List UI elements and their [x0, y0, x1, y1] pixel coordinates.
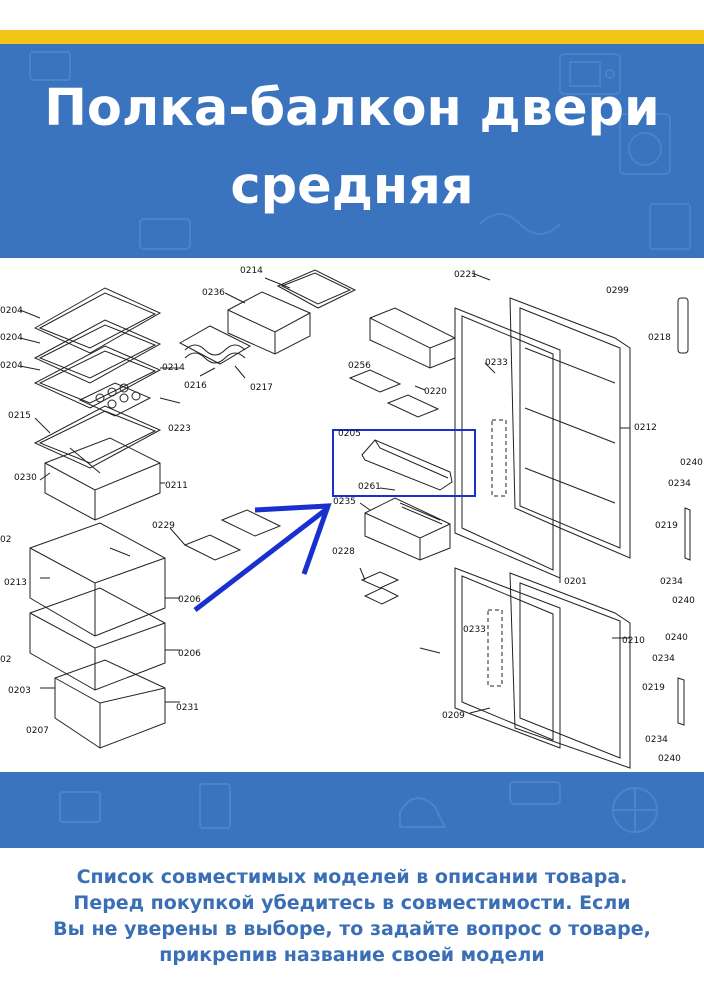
footer: Список совместимых моделей в описании то…: [0, 848, 704, 1000]
label-0229: 0229: [152, 521, 175, 531]
label-0206: 0206: [178, 649, 201, 659]
door-shelf-0205: [361, 439, 453, 491]
label-0240: 0240: [672, 596, 695, 606]
egg-holders: [348, 369, 440, 418]
freezer-drawer-1: [29, 522, 166, 637]
label-0231: 0231: [176, 703, 199, 713]
fridge-door-upper: [509, 297, 631, 559]
label-0240: 0240: [680, 458, 703, 468]
door-gasket-upper: [454, 307, 561, 579]
label-0299: 0299: [606, 286, 629, 296]
label-0230: 0230: [14, 473, 37, 483]
label-0233: 0233: [485, 358, 508, 368]
title-line-2: средняя: [230, 157, 474, 216]
label-02: 02: [0, 535, 11, 545]
label-0221: 0221: [454, 270, 477, 280]
label-0212: 0212: [634, 423, 657, 433]
label-0233: 0233: [463, 625, 486, 635]
label-0204: 0204: [0, 333, 23, 343]
glass-shelf-1: [33, 287, 162, 354]
label-0261: 0261: [358, 482, 381, 492]
title-line-1: Полка-балкон двери: [44, 79, 660, 138]
top-margin: [0, 0, 704, 30]
highlight-box: [332, 429, 476, 497]
box-0236: [227, 291, 311, 355]
label-0207: 0207: [26, 726, 49, 736]
glass-shelf-3: [33, 345, 162, 409]
exploded-view-svg: 0204 0204 0204 0215 0230 0214 0214 0236 …: [0, 266, 703, 769]
glass-shelf-4: [33, 405, 162, 469]
hinge-right-upper: [684, 507, 691, 561]
hinge-right-lower: [677, 677, 685, 726]
note-line-3: Вы не уверены в выборе, то задайте вопро…: [53, 918, 651, 940]
freezer-drawer-2: [29, 587, 166, 691]
arrow-head: [254, 503, 332, 575]
label-0216: 0216: [184, 381, 207, 391]
note-line-1: Список совместимых моделей в описании то…: [76, 866, 628, 888]
lid-0214: [276, 269, 357, 309]
label-0256: 0256: [348, 361, 371, 371]
label-0210: 0210: [622, 636, 645, 646]
note-line-2: Перед покупкой убедитесь в совместимости…: [73, 892, 631, 914]
label-0240: 0240: [658, 754, 681, 764]
page-title: Полка-балкон двери средняя: [0, 70, 704, 226]
glass-shelf-2: [33, 319, 162, 384]
compatibility-note: Список совместимых моделей в описании то…: [0, 864, 704, 968]
label-0211: 0211: [165, 481, 188, 491]
label-0217: 0217: [250, 383, 273, 393]
band-pattern: [59, 781, 658, 833]
label-0234: 0234: [645, 735, 668, 745]
note-line-4: прикрепив название своей модели: [159, 944, 545, 966]
yellow-stripe: [0, 30, 704, 44]
arrow-shaft-1: [193, 506, 330, 612]
label-0240: 0240: [665, 633, 688, 643]
egg-tray-0229: [183, 509, 282, 561]
decor-band: [0, 772, 704, 848]
freezer-drawer-3: [54, 659, 166, 749]
label-0219: 0219: [642, 683, 665, 693]
bin-0256: [369, 307, 456, 369]
label-0204: 0204: [0, 306, 23, 316]
label-0234: 0234: [660, 577, 683, 587]
dashed-0233-upper: [491, 419, 507, 497]
dashed-0233-lower: [487, 609, 503, 687]
label-0220: 0220: [424, 387, 447, 397]
egg-tray: [78, 382, 152, 417]
fridge-door-lower: [509, 572, 631, 769]
handle-0218: [677, 297, 689, 354]
label-0235: 0235: [333, 497, 356, 507]
label-0234: 0234: [652, 654, 675, 664]
label-0205: 0205: [338, 429, 361, 439]
label-0218: 0218: [648, 333, 671, 343]
appliance-pattern: [29, 51, 691, 250]
label-0213: 0213: [4, 578, 27, 588]
label-0234: 0234: [668, 479, 691, 489]
label-02: 02: [0, 655, 11, 665]
label-0201: 0201: [564, 577, 587, 587]
label-0223: 0223: [168, 424, 191, 434]
label-0203: 0203: [8, 686, 31, 696]
label-0204: 0204: [0, 361, 23, 371]
label-0214: 0214: [240, 266, 263, 276]
label-0219: 0219: [655, 521, 678, 531]
label-0215: 0215: [8, 411, 31, 421]
label-0228: 0228: [332, 547, 355, 557]
door-gasket-lower: [454, 567, 561, 749]
label-0236: 0236: [202, 288, 225, 298]
label-0214: 0214: [162, 363, 185, 373]
label-0206: 0206: [178, 595, 201, 605]
title-banner: Полка-балкон двери средняя: [0, 44, 704, 258]
crisper-drawer-small: [44, 437, 161, 521]
label-0209: 0209: [442, 711, 465, 721]
small-box-0228: [360, 571, 400, 605]
wine-rack: [178, 325, 252, 365]
shelf-0235: [364, 497, 451, 561]
parts-diagram: 0204 0204 0204 0215 0230 0214 0214 0236 …: [0, 258, 704, 772]
